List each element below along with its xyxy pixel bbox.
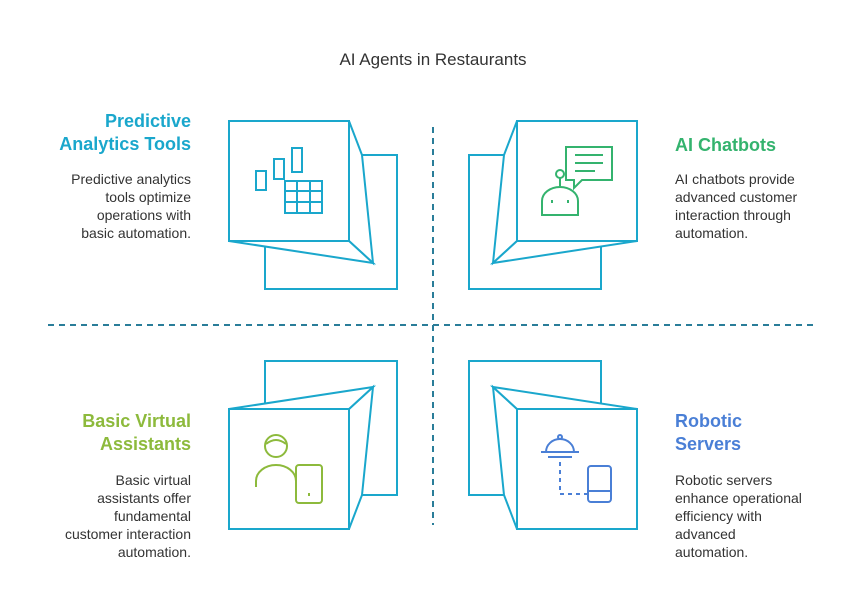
desc-line: advanced: [675, 526, 736, 542]
desc-ai-chatbots: AI chatbots provide advanced customer in…: [675, 170, 845, 242]
analytics-chart-icon: [255, 147, 323, 214]
desc-line: advanced customer: [675, 189, 798, 205]
heading-robotic-servers: Robotic Servers: [675, 410, 845, 456]
box-top-left: [228, 120, 398, 290]
desc-line: operations with: [96, 207, 191, 223]
heading-line: Predictive: [104, 111, 191, 131]
virtual-assistant-icon: [255, 434, 323, 504]
heading-line: Basic Virtual: [82, 411, 191, 431]
heading-line: Assistants: [99, 434, 191, 454]
desc-line: tools optimize: [105, 189, 191, 205]
box-bottom-right: [468, 360, 638, 530]
desc-line: enhance operational: [675, 490, 802, 506]
desc-line: efficiency with: [675, 508, 762, 524]
box-top-right: [468, 120, 638, 290]
diagram-title: AI Agents in Restaurants: [339, 50, 527, 69]
heading-basic-virtual-assistants: Basic Virtual Assistants: [20, 410, 191, 456]
heading-line: Servers: [675, 434, 742, 454]
desc-line: basic automation.: [81, 225, 191, 241]
desc-line: automation.: [117, 544, 191, 560]
desc-line: Predictive analytics: [71, 171, 191, 187]
desc-line: AI chatbots provide: [675, 171, 795, 187]
desc-line: Robotic servers: [675, 472, 773, 488]
heading-line: Robotic: [675, 411, 742, 431]
desc-line: automation.: [675, 544, 749, 560]
desc-line: fundamental: [113, 508, 191, 524]
desc-line: assistants offer: [97, 490, 191, 506]
robotic-server-icon: [541, 434, 612, 503]
desc-basic-virtual-assistants: Basic virtual assistants offer fundament…: [20, 471, 191, 561]
desc-line: automation.: [675, 225, 749, 241]
desc-line: Basic virtual: [115, 472, 191, 488]
desc-predictive-analytics: Predictive analytics tools optimize oper…: [20, 170, 191, 242]
desc-line: customer interaction: [64, 526, 191, 542]
desc-line: interaction through: [675, 207, 791, 223]
heading-predictive-analytics: Predictive Analytics Tools: [20, 110, 191, 156]
heading-line: Analytics Tools: [59, 134, 191, 154]
heading-ai-chatbots: AI Chatbots: [675, 134, 845, 157]
desc-robotic-servers: Robotic servers enhance operational effi…: [675, 471, 845, 561]
chatbot-icon: [541, 146, 613, 216]
heading-line: AI Chatbots: [675, 135, 776, 155]
